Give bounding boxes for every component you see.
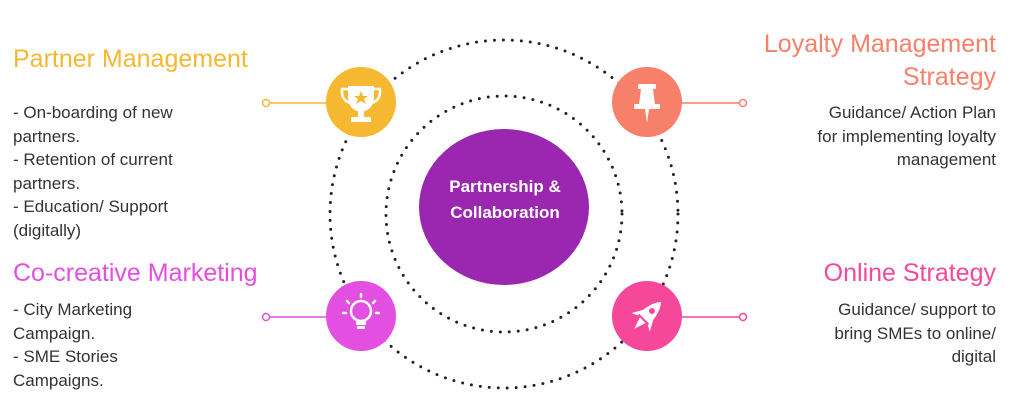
- online-strategy-title-line-1: Online Strategy: [823, 259, 996, 287]
- node-partner-management: [326, 67, 396, 137]
- loyalty-management-title-line-2: Strategy: [902, 63, 996, 91]
- co-creative-marketing-body: - City Marketing Campaign. - SME Stories…: [13, 298, 253, 392]
- partner-management-body-line: partners.: [13, 126, 81, 146]
- center-label-line-2: Collaboration: [450, 203, 560, 222]
- loyalty-management-title: Loyalty Management Strategy: [746, 28, 996, 94]
- loyalty-management-body-line: Guidance/ Action Plan: [828, 103, 996, 122]
- node-co-creative-marketing: [326, 281, 396, 351]
- online-strategy-body: Guidance/ support to bring SMEs to onlin…: [746, 298, 996, 369]
- loyalty-management-body: Guidance/ Action Plan for implementing l…: [746, 101, 996, 172]
- inner-dotted-ring: [384, 94, 624, 334]
- center-label-line-1: Partnership &: [449, 177, 561, 196]
- connector-dot-co-creative: [261, 312, 271, 322]
- rocket-icon: [631, 301, 662, 332]
- partner-management-title-line-1: Partner Management: [13, 45, 248, 73]
- loyalty-management-title-line-1: Loyalty Management: [763, 30, 996, 58]
- node-online-strategy: [612, 281, 682, 351]
- partner-management-body-line: - On-boarding of new: [13, 103, 173, 122]
- co-creative-marketing-title: Co-creative Marketing: [13, 257, 273, 290]
- online-strategy-body-line: bring SMEs to online/: [834, 323, 996, 343]
- connector-dot-online: [738, 312, 748, 322]
- partner-management-body-line: partners.: [13, 173, 81, 193]
- loyalty-management-body-line: management: [896, 150, 996, 169]
- co-creative-marketing-title-line-1: Co-creative Marketing: [13, 259, 258, 287]
- online-strategy-body-line: Guidance/ support to: [838, 300, 996, 319]
- partner-management-body: - On-boarding of new partners. - Retenti…: [13, 101, 253, 242]
- connector-dot-loyalty: [738, 98, 748, 108]
- online-strategy-title: Online Strategy: [746, 257, 996, 290]
- co-creative-marketing-body-line: Campaigns.: [13, 370, 104, 390]
- partner-management-body-line: (digitally): [13, 220, 82, 240]
- node-loyalty-management-strategy: [612, 67, 682, 137]
- connector-dot-partner-management: [261, 98, 271, 108]
- co-creative-marketing-body-line: - City Marketing: [13, 300, 133, 319]
- trophy-icon: [340, 86, 382, 122]
- center-label: Partnership & Collaboration: [420, 174, 590, 226]
- loyalty-management-body-line: for implementing loyalty: [817, 126, 996, 146]
- center-circle: [419, 129, 589, 285]
- outer-dotted-ring: [328, 38, 680, 390]
- partner-management-body-line: - Education/ Support: [13, 197, 168, 216]
- co-creative-marketing-body-line: - SME Stories: [13, 347, 118, 366]
- pushpin-icon: [634, 84, 660, 123]
- online-strategy-body-line: digital: [951, 347, 996, 366]
- node-co-creative-circle: [326, 281, 396, 351]
- partner-management-title: Partner Management: [13, 43, 263, 76]
- lightbulb-icon: [341, 292, 381, 329]
- partner-management-body-line: - Retention of current: [13, 150, 173, 169]
- co-creative-marketing-body-line: Campaign.: [13, 323, 96, 343]
